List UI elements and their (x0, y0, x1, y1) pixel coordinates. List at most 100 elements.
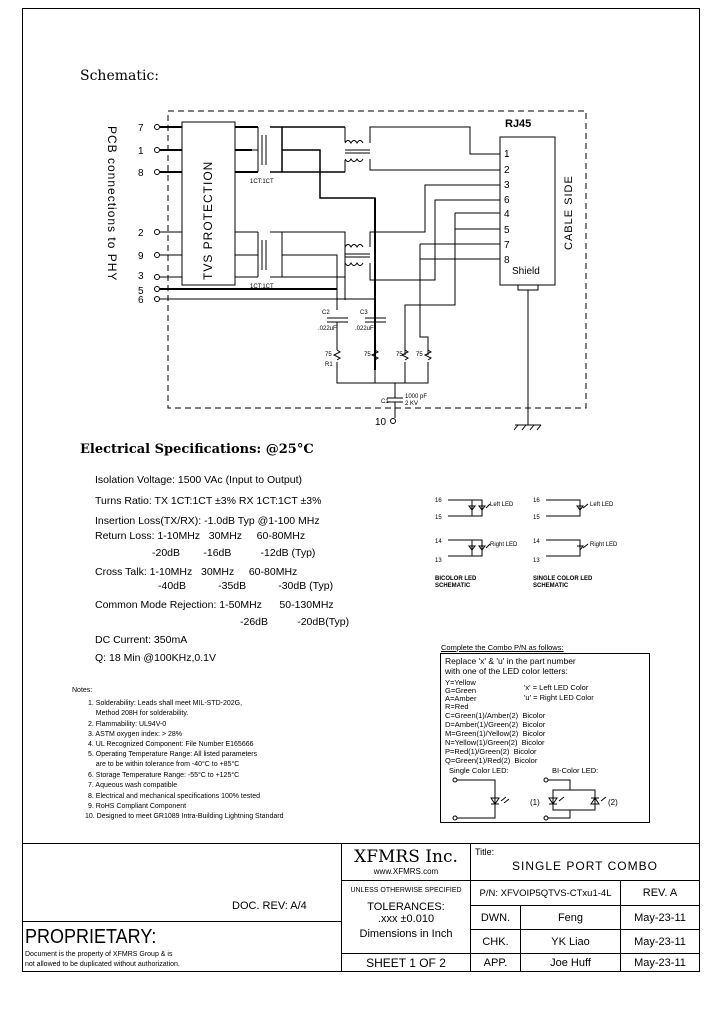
svg-text:SCHEMATIC: SCHEMATIC (533, 583, 569, 589)
tvs-label: TVS PROTECTION (201, 161, 215, 280)
date-cell: May-23-11 (620, 929, 700, 954)
name-cell: YK Liao (520, 929, 621, 954)
svg-text:14: 14 (435, 539, 442, 545)
date: May-23-11 (634, 911, 686, 924)
svg-text:C3: C3 (360, 310, 368, 316)
shield-label: Shield (512, 266, 540, 277)
frame-top (22, 8, 700, 9)
revision: REV. A (642, 887, 678, 899)
spec-line: -26dB -20dB(Typ) (240, 616, 350, 628)
svg-text:2: 2 (138, 228, 144, 239)
note-item: 3. ASTM oxygen index: > 28% (88, 731, 182, 738)
spec-line: -40dB -35dB -30dB (Typ) (158, 580, 334, 592)
spec-line: Q: 18 Min @100KHz,0.1V (95, 652, 216, 664)
color-letter: A=Amber (445, 694, 477, 703)
document-title: SINGLE PORT COMBO (512, 859, 658, 873)
notes-heading: Notes: (72, 687, 93, 694)
svg-text:4: 4 (504, 209, 510, 220)
part-number: P/N: XFVOIP5QTVS-CTxu1-4L (479, 887, 612, 899)
led-schematics: 16 15 14 13 Left LED Right LED BICOLOR L… (435, 498, 618, 589)
unless-specified: UNLESS OTHERWISE SPECIFIED (350, 887, 462, 894)
svg-text:2: 2 (504, 165, 510, 176)
schematic-diagram: TVS PROTECTION PCB connections to PHY 7 … (105, 110, 587, 431)
note-item: 1. Solderability: Leads shall meet MIL-S… (88, 700, 243, 707)
frame-left (22, 8, 23, 843)
module-boundary (167, 110, 587, 409)
svg-text:75: 75 (364, 352, 371, 358)
person: Feng (557, 911, 584, 924)
name-cell: Feng (520, 905, 621, 930)
bicolor-code: N=Yellow(1)/Green(2) Bicolor (445, 738, 545, 747)
cable-side-label: CABLE SIDE (563, 175, 575, 250)
wires (160, 126, 542, 431)
svg-text:C1: C1 (381, 399, 389, 405)
svg-text:.022uF: .022uF (318, 326, 337, 332)
tvs-block (181, 121, 236, 286)
title-cell: Title: SINGLE PORT COMBO (470, 843, 700, 881)
name-cell: Joe Huff (520, 953, 621, 972)
svg-text:8: 8 (138, 168, 144, 179)
electrical-heading: Electrical Specifications: @25°C (80, 442, 314, 457)
tolerance-cell: UNLESS OTHERWISE SPECIFIED TOLERANCES: .… (341, 880, 471, 954)
svg-text:Left LED: Left LED (590, 502, 614, 508)
role-cell: APP. (470, 953, 521, 972)
svg-text:Right LED: Right LED (490, 542, 518, 548)
date-cell: May-23-11 (620, 953, 700, 972)
rj45-label: RJ45 (505, 118, 531, 130)
svg-text:9: 9 (138, 251, 144, 262)
svg-text:Right LED: Right LED (590, 542, 618, 548)
svg-text:6: 6 (138, 295, 144, 306)
note-item: 6. Storage Temperature Range: -55°C to +… (88, 772, 240, 779)
company-name: XFMRS Inc. (354, 847, 458, 867)
role: APP. (483, 956, 508, 969)
svg-text:C2: C2 (322, 310, 330, 316)
svg-text:1000 pF: 1000 pF (405, 394, 427, 400)
svg-text:75: 75 (325, 352, 332, 358)
role: CHK. (482, 935, 509, 948)
single-color-label: Single Color LED: (449, 766, 509, 775)
note-item: 2. Flammability: UL94V-0 (88, 721, 167, 728)
color-legend: 'x' = Left LED Color (524, 683, 589, 692)
company-website: www.XFMRS.com (373, 867, 439, 876)
note-item: are to be within tolerance from -40°C to… (88, 761, 240, 768)
svg-text:3: 3 (138, 271, 144, 282)
date: May-23-11 (634, 956, 686, 969)
role: DWN. (480, 911, 511, 924)
svg-text:(2): (2) (608, 798, 618, 807)
role-cell: DWN. (470, 905, 521, 930)
rj45-block (499, 136, 556, 286)
svg-text:5: 5 (138, 286, 144, 297)
note-item: Method 208H for solderability. (88, 710, 189, 717)
svg-text:75: 75 (416, 352, 423, 358)
bicolor-code: Q=Green(1)/Red(2) Bicolor (445, 756, 538, 765)
color-legend: 'u' = Right LED Color (524, 693, 594, 702)
svg-text:(1): (1) (530, 798, 540, 807)
svg-text:16: 16 (533, 498, 540, 504)
note-item: 5. Operating Temperature Range: All list… (88, 751, 258, 758)
svg-text:.022uF: .022uF (355, 326, 374, 332)
combo-intro: with one of the LED color letters: (445, 666, 568, 676)
svg-text:16: 16 (435, 498, 442, 504)
rj45-pins: 1 2 3 6 4 5 7 8 (504, 149, 510, 266)
role-cell: CHK. (470, 929, 521, 954)
title-label: Title: (475, 847, 495, 857)
proprietary-text: Document is the property of XFMRS Group … (25, 951, 173, 958)
note-item: 10. Designed to meet GR1089 Intra-Buildi… (85, 813, 284, 820)
pin-10-label: 10 (375, 417, 387, 428)
sheet-cell: SHEET 1 OF 2 (341, 953, 471, 972)
svg-text:14: 14 (533, 539, 540, 545)
left-pins: 7 1 8 2 9 3 5 6 (138, 123, 144, 306)
pcb-side-label: PCB connections to PHY (105, 126, 119, 281)
frame-right (699, 8, 700, 843)
sheet-number: SHEET 1 OF 2 (366, 955, 446, 970)
svg-text:SINGLE COLOR LED: SINGLE COLOR LED (533, 576, 593, 582)
svg-text:1: 1 (138, 146, 144, 157)
tolerances-label: TOLERANCES: (367, 901, 445, 913)
color-letter: R=Red (445, 702, 469, 711)
bicolor-code: M=Green(1)/Yellow(2) Bicolor (445, 729, 546, 738)
svg-text:7: 7 (504, 240, 510, 251)
title-block-left-bottom (22, 921, 342, 972)
note-item: 9. RoHS Compliant Component (88, 803, 187, 810)
svg-text:1CT:1CT: 1CT:1CT (250, 179, 274, 185)
svg-text:15: 15 (435, 515, 442, 521)
